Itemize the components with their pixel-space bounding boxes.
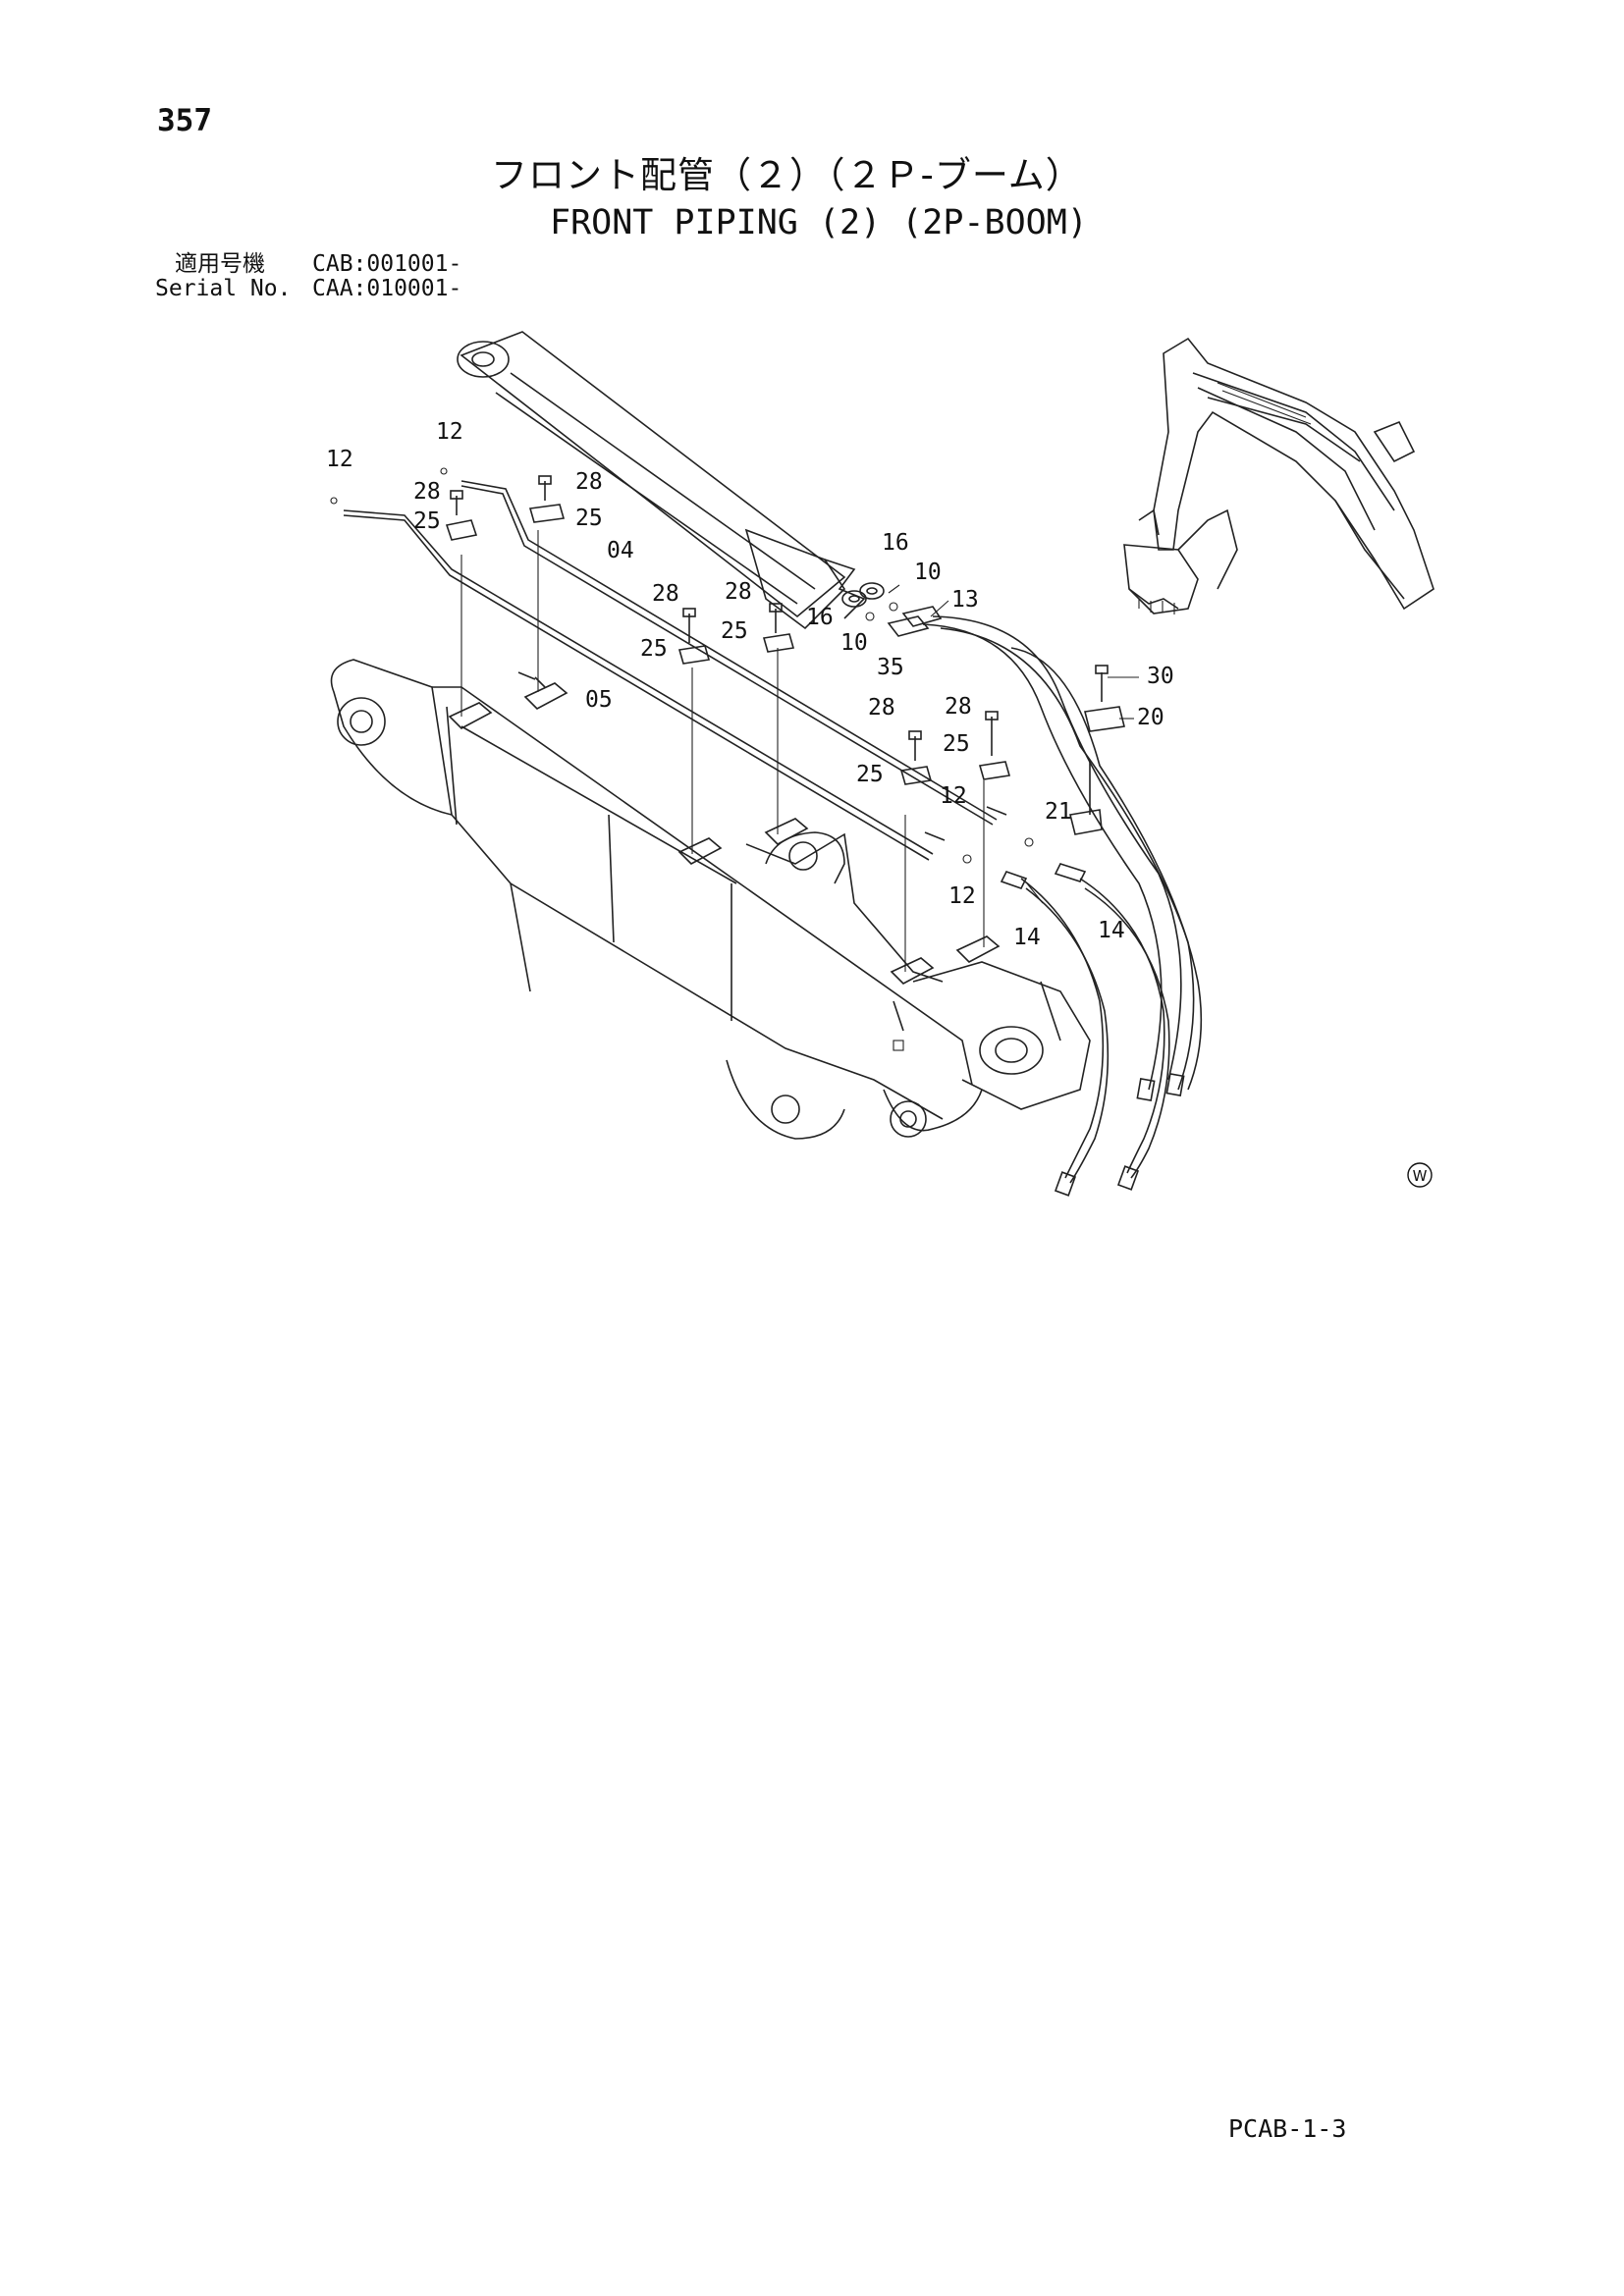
boom-structure — [330, 659, 1091, 1140]
hoses — [922, 615, 1203, 1197]
bolt-clamp-3 — [677, 608, 711, 665]
callout-numbers: 12 12 12 12 28 28 28 28 28 28 25 25 25 2… — [326, 419, 1174, 950]
callout-12a: 12 — [326, 447, 353, 472]
page-title-japanese: フロント配管（２）（２Ｐ-ブーム） — [491, 154, 1083, 196]
excavator-overview — [1123, 337, 1435, 614]
serial-label-english: Serial No. — [155, 276, 292, 301]
bolt-clamp-1 — [445, 490, 478, 541]
page-number: 357 — [157, 103, 212, 138]
hose-bracket — [1069, 665, 1125, 835]
serial-label-japanese: 適用号機 — [175, 251, 265, 277]
bolt-clamp-6 — [978, 711, 1011, 780]
serial-value-japanese: CAB:001001- — [312, 251, 462, 277]
clamp-bases — [448, 671, 1001, 985]
callout-25c: 25 — [640, 636, 668, 662]
callout-04: 04 — [607, 538, 634, 563]
callout-10a: 10 — [914, 560, 942, 585]
callout-25f: 25 — [943, 731, 970, 757]
callout-25a: 25 — [413, 508, 441, 534]
callout-28d: 28 — [725, 579, 752, 605]
page-title-english: FRONT PIPING (2) (2P-BOOM) — [550, 203, 1088, 242]
callout-25d: 25 — [721, 618, 748, 644]
callout-14b: 14 — [1098, 918, 1125, 943]
callout-35: 35 — [877, 655, 904, 680]
callout-16a: 16 — [882, 530, 909, 556]
watermark-w: W — [1407, 1162, 1433, 1188]
callout-28a: 28 — [413, 479, 441, 505]
fittings — [841, 582, 1087, 889]
bolt-clamp-2 — [528, 475, 566, 523]
footer-page-code: PCAB-1-3 — [1228, 2114, 1347, 2143]
leader-lines — [460, 530, 985, 972]
callout-12c: 12 — [940, 783, 967, 809]
callout-10b: 10 — [840, 630, 868, 656]
callout-13: 13 — [951, 587, 979, 613]
callout-14a: 14 — [1013, 925, 1041, 950]
callout-25b: 25 — [575, 506, 603, 531]
watermark-w-letter: W — [1413, 1167, 1428, 1185]
callout-12d: 12 — [948, 883, 976, 909]
callout-28f: 28 — [945, 694, 972, 720]
callout-28c: 28 — [652, 581, 679, 607]
callout-25e: 25 — [856, 762, 884, 787]
serial-value-english: CAA:010001- — [312, 276, 462, 301]
callout-leaders — [888, 584, 1139, 904]
callout-16b: 16 — [806, 605, 834, 630]
callout-05: 05 — [585, 687, 613, 713]
boom-cylinder — [457, 331, 866, 630]
bolt-clamp-4 — [762, 603, 795, 653]
callout-20: 20 — [1137, 705, 1164, 730]
clamp-bolts — [445, 475, 1011, 785]
callout-28e: 28 — [868, 695, 895, 721]
bolt-clamp-5 — [899, 730, 933, 785]
callout-12b: 12 — [436, 419, 463, 445]
callout-21: 21 — [1045, 799, 1072, 825]
callout-30: 30 — [1147, 664, 1174, 689]
callout-28b: 28 — [575, 469, 603, 495]
